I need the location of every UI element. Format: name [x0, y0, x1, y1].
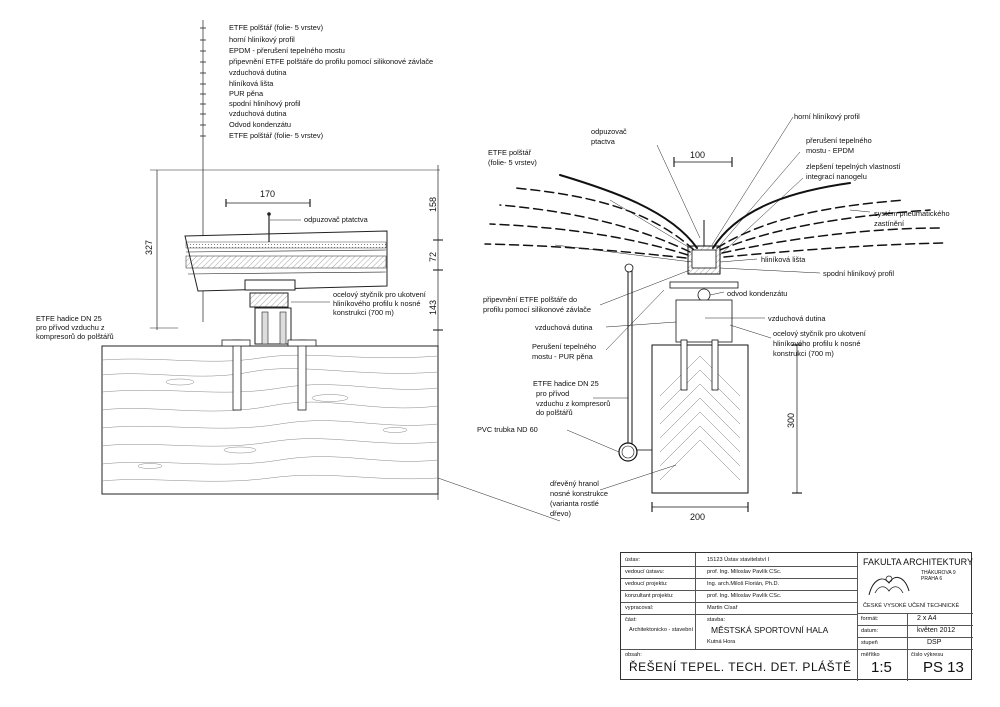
tb-row-2-key: vedoucí projektu:: [625, 581, 668, 587]
tb-date-label: datum:: [861, 628, 879, 634]
r-etfe-1: ETFE polštář: [488, 148, 532, 157]
r-attach-2: profilu pomocí silikonové závlače: [483, 305, 591, 314]
tb-university: ČESKÉ VYSOKÉ UČENÍ TECHNICKÉ: [863, 603, 960, 609]
layer-6: hliníková lišta: [229, 79, 274, 88]
tb-obsah-value: ŘEŠENÍ TEPEL. TECH. DET. PLÁŠTĚ: [629, 660, 852, 674]
tb-city: Kutná Hora: [707, 639, 736, 645]
tb-format-label: formát:: [861, 616, 879, 622]
left-dim-d3: 143: [428, 300, 438, 315]
r-nano-1: zlepšení tepelných vlastností: [806, 162, 901, 171]
tb-obsah-label: obsah:: [625, 652, 642, 658]
tb-row-3-key: konzultant projektu:: [625, 593, 674, 599]
title-block: ústav: 15123 Ústav stavitelství I vedouc…: [620, 552, 974, 681]
r-nano-2: integrací nanogelu: [806, 172, 867, 181]
r-pur-1: Perušení tepelného: [532, 342, 596, 351]
r-hose-3: vzduchu z kompresorů: [536, 399, 610, 408]
left-hose-l3: kompresorů do polštářů: [36, 332, 114, 341]
tb-stavba-value: MĚSTSKÁ SPORTOVNÍ HALA: [711, 625, 829, 635]
tb-drawing-no-label: číslo výkresu: [911, 652, 944, 658]
layer-2: horní hliníkový profil: [229, 35, 295, 44]
r-hose-4: do polštářů: [536, 408, 573, 417]
tb-address-2: PRAHA 6: [921, 576, 943, 582]
r-pur-2: mostu - PUR pěna: [532, 352, 594, 361]
left-connector-l1: ocelový styčník pro ukotvení: [333, 290, 427, 299]
r-hose-1: ETFE hadice DN 25: [533, 379, 599, 388]
r-beam-2: nosné konstrukce: [550, 489, 608, 498]
right-dim-height: 300: [786, 413, 796, 428]
left-hose-l2: pro přívod vzduchu z: [36, 323, 105, 332]
left-dim-d2: 72: [428, 252, 438, 262]
r-hose-2: pro přívod: [536, 389, 569, 398]
tb-scale-value: 1:5: [871, 659, 892, 676]
r-thermal-1: přerušení tepelného: [806, 136, 872, 145]
right-dim-top: 100: [690, 150, 705, 160]
left-bird-label: odpuzovač ptatctva: [304, 215, 369, 224]
r-thermal-2: mostu - EPDM: [806, 146, 854, 155]
left-timber-beam: [101, 345, 439, 495]
r-air-gap-right: vzduchová dutina: [768, 314, 826, 323]
right-dim-width: 200: [690, 512, 705, 522]
tb-row-0-val: 15123 Ústav stavitelství I: [707, 557, 770, 563]
r-bird-1: odpuzovač: [591, 127, 627, 136]
tb-stage-label: stupeň: [861, 640, 878, 646]
r-bottom-profile: spodní hliníkový profil: [823, 269, 894, 278]
r-air-gap-left: vzduchová dutina: [535, 323, 593, 332]
r-beam-1: dřevěný hranol: [550, 479, 599, 488]
tb-row-3-val: prof. Ing. Miloslav Pavlík CSc.: [707, 593, 782, 599]
r-strip: hliníková lišta: [761, 255, 806, 264]
tb-cast-label: část:: [625, 617, 637, 623]
left-connector-l3: konstrukci (700 m): [333, 308, 394, 317]
left-hose-l1: ETFE hadice DN 25: [36, 314, 102, 323]
r-pvc: PVC trubka ND 60: [477, 425, 538, 434]
tb-row-1-val: prof. Ing. Miloslav Pavlík CSc.: [707, 569, 782, 575]
layer-5: vzduchová dutina: [229, 68, 287, 77]
r-top-profile: horní hliníkový profil: [794, 112, 860, 121]
left-connector-l2: hliníkového profilu k nosné: [333, 299, 421, 308]
r-bird-2: ptactva: [591, 137, 616, 146]
r-connector-2: hliníkového profilu k nosné: [773, 339, 861, 348]
r-beam-4: dřevo): [550, 509, 571, 518]
tb-faculty: FAKULTA ARCHITEKTURY: [863, 557, 974, 567]
layer-10: Odvod kondenzátu: [229, 120, 291, 129]
tb-format-value: 2 x A4: [917, 615, 937, 622]
tb-stage-value: DSP: [927, 639, 942, 646]
university-emblem: [868, 575, 910, 596]
left-dim-d1: 158: [428, 197, 438, 212]
layer-1: ETFE polštář (folie- 5 vrstev): [229, 23, 323, 32]
tb-row-4-key: vypracoval:: [625, 605, 654, 611]
tb-row-0-key: ústav:: [625, 557, 640, 563]
layer-9: vzduchová dutina: [229, 109, 287, 118]
layer-7: PUR pěna: [229, 89, 264, 98]
tb-scale-label: měřítko: [861, 652, 880, 658]
r-condensate: odvod kondenzátu: [727, 289, 787, 298]
r-shading-2: zastínění: [874, 219, 905, 228]
layer-4: připevnění ETFE polštáře do profilu pomo…: [229, 57, 433, 66]
right-detail: 100 300 200 o: [477, 112, 950, 522]
tb-row-2-val: Ing. arch.Miloš Florián, Ph.D.: [707, 581, 780, 587]
left-dim-top: 170: [260, 189, 275, 199]
r-attach-1: připevnění ETFE polštáře do: [483, 295, 577, 304]
layer-8: spodní hliníhový profil: [229, 99, 301, 108]
tb-drawing-no-value: PS 13: [923, 659, 964, 676]
r-connector-3: konstrukci (700 m): [773, 349, 834, 358]
left-dim-total: 327: [144, 240, 154, 255]
tb-cast-value: Architektonicko - stavební: [629, 627, 694, 633]
tb-date-value: květen 2012: [917, 627, 956, 634]
layer-ticks: [200, 27, 206, 137]
layer-3: EPDM - přerušení tepelného mostu: [229, 46, 345, 55]
r-shading-1: systém pneumatického: [874, 209, 950, 218]
tb-row-1-key: vedoucí ústavu:: [625, 569, 665, 575]
tb-address-1: THÁKUROVA 9: [921, 570, 956, 576]
layer-11: ETFE polštář (folie- 5 vrstev): [229, 131, 323, 140]
tb-stavba-label: stavba:: [707, 617, 726, 623]
r-etfe-2: (folie- 5 vrstev): [488, 158, 537, 167]
left-detail: ETFE polštář (folie- 5 vrstev) horní hli…: [36, 20, 561, 522]
right-timber-section: [651, 344, 749, 494]
r-beam-3: (varianta rostlé: [550, 499, 599, 508]
r-connector-1: ocelový styčník pro ukotvení: [773, 329, 867, 338]
tb-row-4-val: Martin Císař: [707, 605, 738, 611]
